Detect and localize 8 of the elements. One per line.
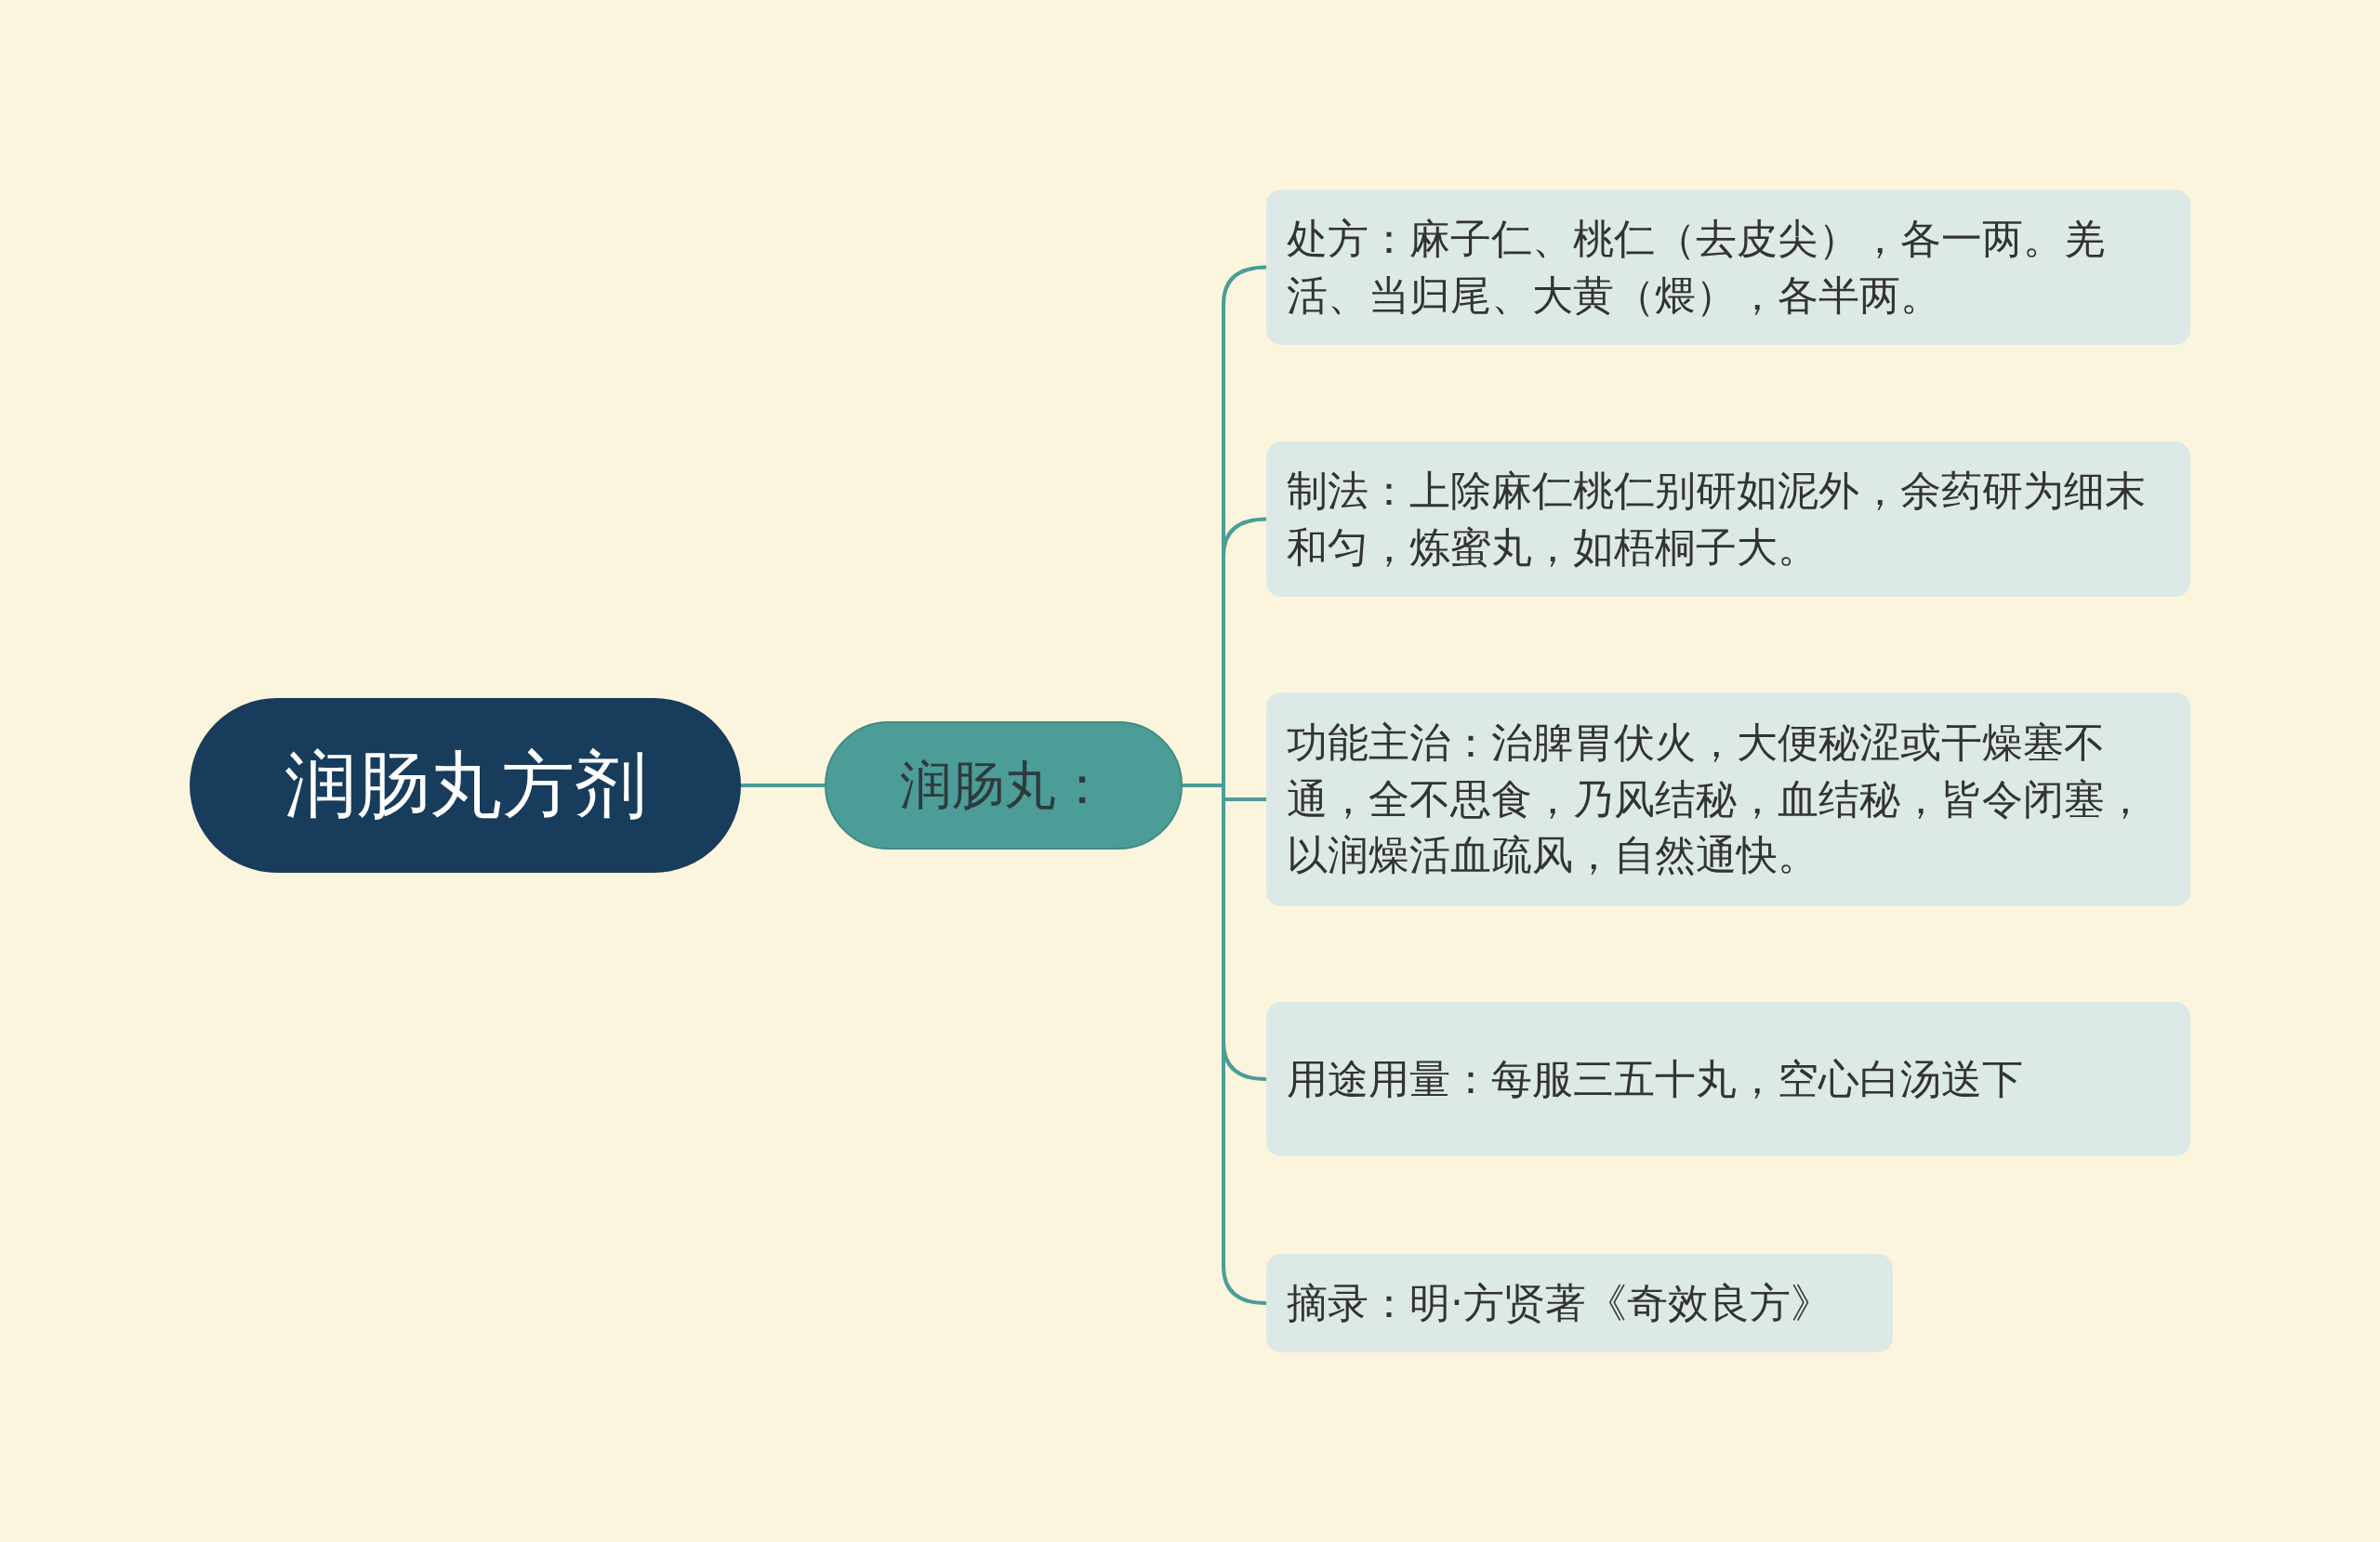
root-topic: 润肠丸方剂 xyxy=(190,698,741,873)
subtopic-box: 处方：麻子仁、桃仁（去皮尖），各一两。羌活、当归尾、大黄（煨），各半两。 xyxy=(1266,190,2190,345)
subtopic-box: 制法：上除麻仁桃仁别研如泥外，余药研为细末和匀，炼蜜丸，如梧桐子大。 xyxy=(1266,442,2190,597)
connector-line xyxy=(741,784,825,787)
subtopic-box: 功能主治：治脾胃伏火，大便秘涩或干燥塞不通，全不思食，乃风结秘，血结秘，皆令闭塞，以润燥活血疏风，自然通快。 xyxy=(1266,692,2190,906)
subtopic-box: 用途用量：每服三五十丸，空心白汤送下 xyxy=(1266,1002,2190,1156)
subtopic-box: 摘录：明·方贤著《奇效良方》 xyxy=(1266,1254,1893,1352)
main-topic: 润肠丸： xyxy=(825,721,1183,850)
